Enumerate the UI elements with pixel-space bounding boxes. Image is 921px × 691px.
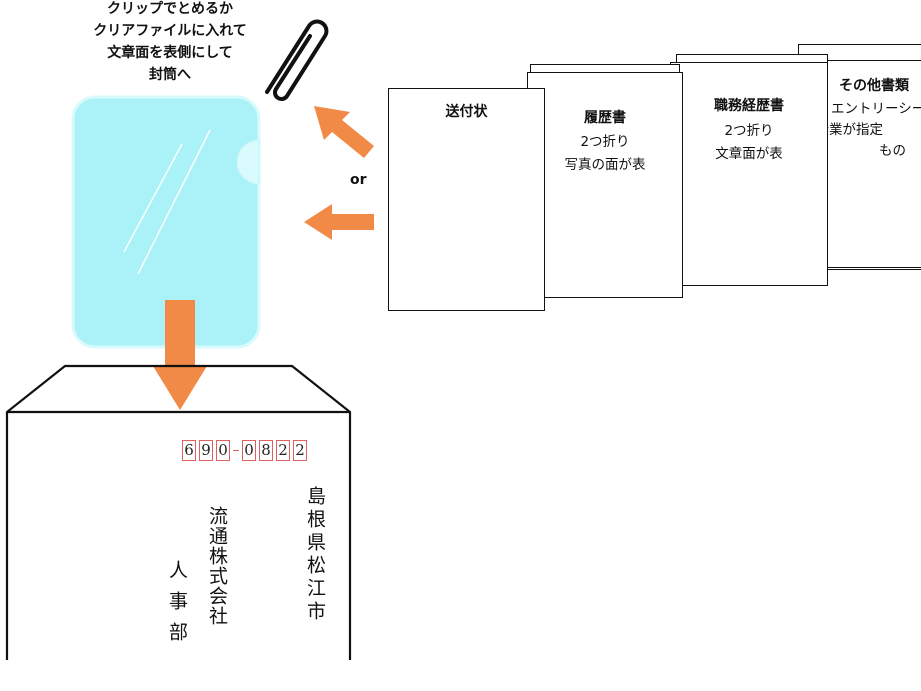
instruction-line: クリアファイルに入れて: [93, 23, 247, 39]
doc-title: その他書類: [839, 78, 909, 94]
postal-code-digit: 0: [242, 440, 256, 461]
postal-code: 6 9 0 0 8 2 2: [182, 440, 310, 461]
paperclip-icon: [265, 19, 329, 101]
doc-title: 職務経歴書: [714, 98, 784, 114]
doc-title: 送付状: [445, 104, 488, 120]
department-name: 人事部: [166, 560, 188, 653]
doc-line: もの: [879, 143, 906, 159]
arrow-to-folder-upper: [314, 106, 374, 158]
address-text: 島根県松江市: [304, 486, 326, 624]
postal-code-digit: 9: [199, 440, 213, 461]
postal-code-digit: 2: [293, 440, 307, 461]
doc-line: 文章面が表: [715, 146, 783, 162]
company-name: 流通株式会社: [206, 506, 228, 626]
arrow-to-folder-lower: [304, 204, 374, 240]
arrow-to-envelope: [153, 300, 207, 410]
postal-code-digit: 6: [182, 440, 196, 461]
instruction-text: クリップでとめるか クリアファイルに入れて 文章面を表側にして 封筒へ: [60, 0, 280, 86]
clear-folder-icon: [71, 95, 261, 349]
postal-code-digit: 0: [216, 440, 230, 461]
postal-code-digit: 2: [276, 440, 290, 461]
career-history-document: 職務経歴書 2つ折り 文章面が表: [670, 62, 828, 286]
doc-line: 写真の面が表: [564, 157, 646, 173]
instruction-line: クリップでとめるか: [107, 1, 233, 17]
cover-letter-document: 送付状: [388, 88, 545, 311]
doc-line: 2つ折り: [580, 134, 630, 150]
instruction-line: 封筒へ: [149, 67, 191, 83]
or-label: or: [350, 172, 367, 188]
resume-document: 履歴書 2つ折り 写真の面が表: [527, 72, 683, 298]
doc-line: 2つ折り: [724, 123, 774, 139]
postal-code-digit: 8: [259, 440, 273, 461]
instruction-line: 文章面を表側にして: [107, 45, 233, 61]
postal-code-dash: [233, 450, 239, 451]
doc-line: エントリーシート: [831, 101, 921, 117]
envelope: [5, 364, 352, 660]
doc-title: 履歴書: [584, 110, 626, 126]
